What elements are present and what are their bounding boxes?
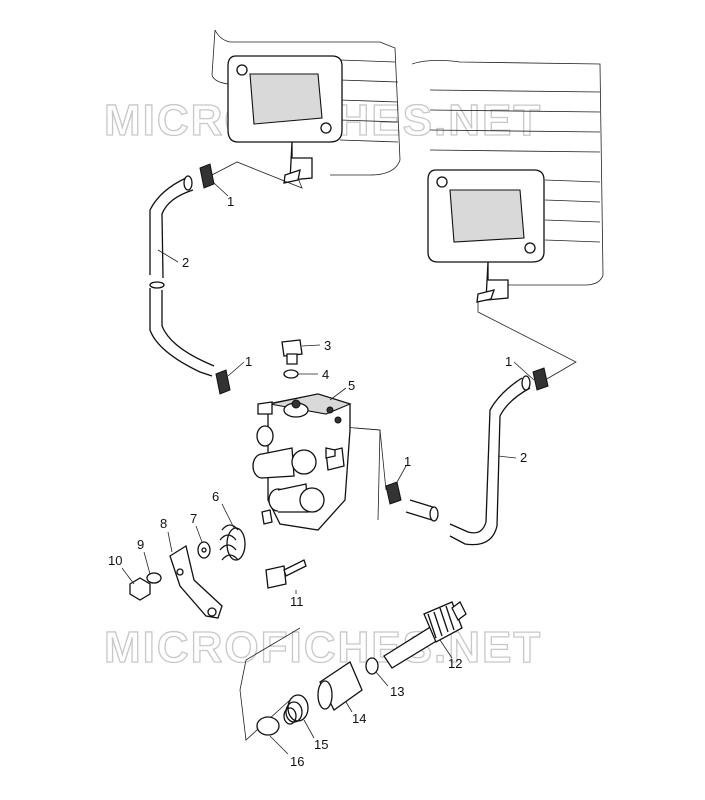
callout-16: 16 — [290, 754, 304, 769]
banjo-bolt — [281, 339, 303, 379]
callout-12: 12 — [448, 656, 462, 671]
callout-labels: 1 2 3 4 5 1 1 2 1 6 7 8 9 10 11 12 13 14… — [108, 194, 527, 769]
callout-2b: 2 — [520, 450, 527, 465]
hose-clamps — [199, 163, 549, 505]
left-hose — [149, 175, 215, 377]
oil-pump — [252, 393, 352, 531]
callout-1c: 1 — [505, 354, 512, 369]
callout-15: 15 — [314, 737, 328, 752]
leader-lines — [209, 161, 577, 741]
seal-parts — [256, 657, 379, 736]
left-cylinder — [211, 29, 401, 184]
callout-5: 5 — [348, 378, 355, 393]
mount-bolt — [265, 559, 307, 589]
callout-leaders — [121, 182, 535, 755]
callout-11: 11 — [290, 594, 304, 609]
callout-10: 10 — [108, 553, 122, 568]
callout-9: 9 — [137, 537, 144, 552]
callout-1d: 1 — [404, 454, 411, 469]
callout-8: 8 — [160, 516, 167, 531]
callout-14: 14 — [352, 711, 366, 726]
drive-shaft — [383, 601, 467, 669]
callout-4: 4 — [322, 367, 329, 382]
callout-1a: 1 — [227, 194, 234, 209]
right-hose — [405, 375, 531, 546]
callout-13: 13 — [390, 684, 404, 699]
callout-1b: 1 — [245, 354, 252, 369]
callout-2a: 2 — [182, 255, 189, 270]
callout-6: 6 — [212, 489, 219, 504]
callout-3: 3 — [324, 338, 331, 353]
lever-assembly — [129, 524, 246, 619]
callout-7: 7 — [190, 511, 197, 526]
watermark-bottom: MICROFICHES.NET — [104, 623, 542, 672]
right-cylinder — [411, 60, 604, 303]
